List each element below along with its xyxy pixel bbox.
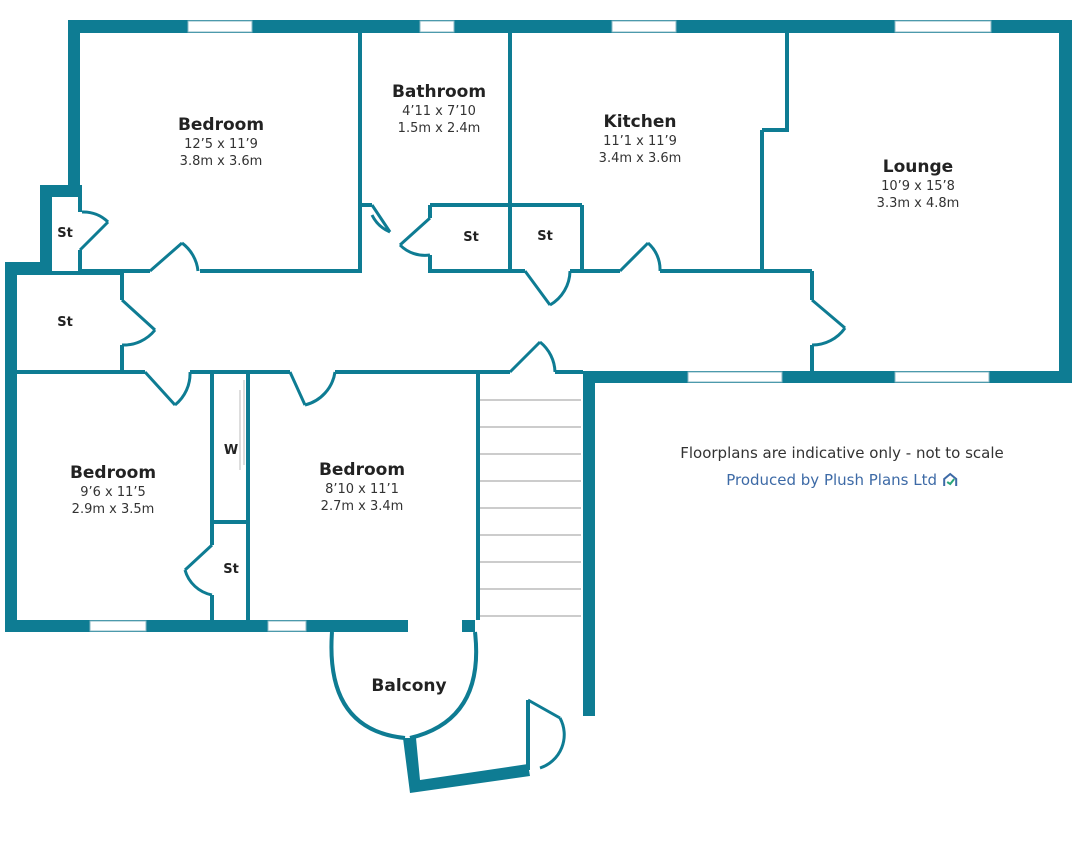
- room-name: Bedroom: [318, 460, 406, 480]
- credit-text: Produced by Plush Plans Ltd: [726, 471, 938, 489]
- room-lounge: Lounge 10’9 x 15’8 3.3m x 4.8m: [877, 156, 960, 212]
- room-bedroom-3: Bedroom 8’10 x 11’1 2.7m x 3.4m: [319, 459, 405, 515]
- room-imperial-size: 4’11 x 7’10: [402, 104, 476, 119]
- storage-label: St: [57, 315, 73, 330]
- room-bedroom-1: Bedroom 12’5 x 11’9 3.8m x 3.6m: [178, 114, 264, 170]
- disclaimer-text: Floorplans are indicative only - not to …: [680, 444, 1004, 462]
- room-imperial-size: 10’9 x 15’8: [881, 179, 955, 194]
- room-bathroom: Bathroom 4’11 x 7’10 1.5m x 2.4m: [392, 81, 486, 137]
- room-metric-size: 3.8m x 3.6m: [179, 154, 263, 169]
- house-logo-icon: [942, 472, 957, 486]
- room-metric-size: 3.4m x 3.6m: [598, 151, 682, 166]
- room-imperial-size: 8’10 x 11’1: [325, 482, 399, 497]
- room-metric-size: 2.9m x 3.5m: [71, 502, 155, 517]
- room-name: Bedroom: [69, 463, 157, 483]
- doors: [78, 204, 847, 770]
- room-name: Lounge: [882, 157, 954, 177]
- wardrobe-label: W: [223, 443, 239, 458]
- room-metric-size: 2.7m x 3.4m: [320, 499, 404, 514]
- room-imperial-size: 11’1 x 11’9: [603, 134, 677, 149]
- storage-label: St: [537, 229, 553, 244]
- inner-walls: [17, 33, 814, 770]
- storage-label: St: [223, 562, 239, 577]
- room-balcony: Balcony: [371, 676, 447, 696]
- wardrobe-doors: [239, 380, 245, 470]
- room-metric-size: 3.3m x 4.8m: [876, 196, 960, 211]
- credit-line: Produced by Plush Plans Ltd: [726, 471, 958, 489]
- outer-walls: [5, 20, 1072, 793]
- storage-label: St: [57, 226, 73, 241]
- room-kitchen: Kitchen 11’1 x 11’9 3.4m x 3.6m: [599, 111, 682, 167]
- room-bedroom-2: Bedroom 9’6 x 11’5 2.9m x 3.5m: [70, 462, 156, 518]
- room-metric-size: 1.5m x 2.4m: [397, 121, 481, 136]
- windows: [89, 20, 992, 632]
- room-name: Kitchen: [603, 112, 677, 132]
- room-name: Bedroom: [177, 115, 265, 135]
- room-imperial-size: 12’5 x 11’9: [184, 137, 258, 152]
- room-imperial-size: 9’6 x 11’5: [80, 485, 146, 500]
- stair-treads: [480, 399, 581, 617]
- storage-label: St: [463, 230, 479, 245]
- room-name: Bathroom: [391, 82, 487, 102]
